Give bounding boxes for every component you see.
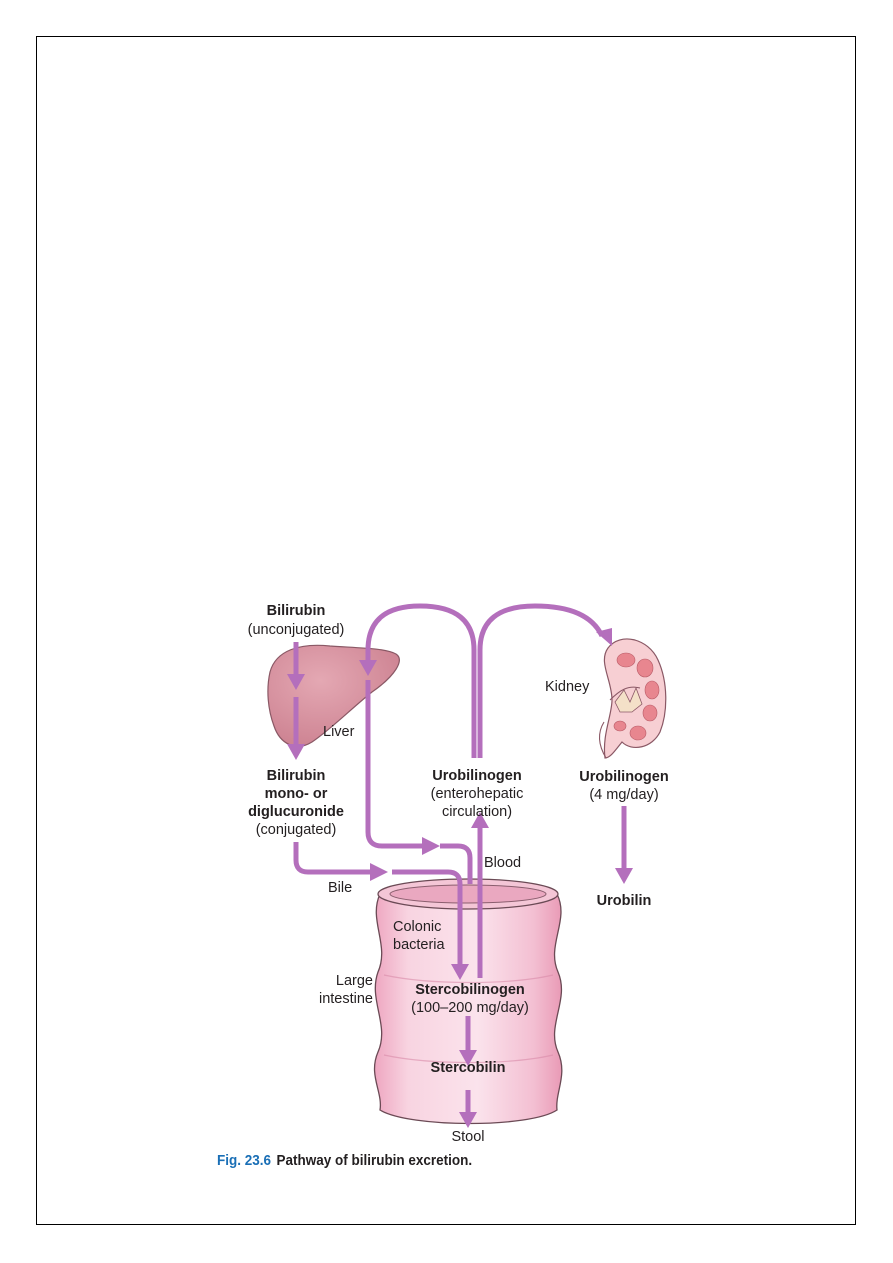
label-colonic-line1: Colonic [393,919,441,935]
label-colonic-line2: bacteria [393,937,446,953]
figure-caption: Fig. 23.6 Pathway of bilirubin excretion. [217,1153,472,1169]
label-stercobilinogen-rate: (100–200 mg/day) [411,1000,529,1016]
label-kidney: Kidney [545,679,590,695]
flow-arrows [293,603,627,1114]
label-conjugated-line3: diglucuronide [248,804,344,820]
caption-text: Pathway of bilirubin excretion. [276,1153,473,1169]
arrow-bile-segment [293,842,372,875]
label-large-line2: intestine [319,991,373,1007]
large-intestine-shape [373,878,563,1125]
label-bilirubin: Bilirubin [267,603,326,619]
label-large-line1: Large [336,973,373,989]
label-stool: Stool [451,1129,484,1145]
label-urobilin: Urobilin [597,893,652,909]
arrow-heads [287,628,633,1128]
labels: Bilirubin (unconjugated) Liver Bilirubin… [248,603,669,1145]
caption-number: Fig. 23.6 [217,1153,271,1169]
label-conjugated-line2: mono- or [265,786,328,802]
label-enterohepatic-line1: (enterohepatic [431,786,524,802]
label-enterohepatic-line2: circulation) [442,804,512,820]
label-urobilinogen-kidney: Urobilinogen [579,769,668,785]
label-urobilinogen-rate: (4 mg/day) [589,787,658,803]
label-stercobilinogen: Stercobilinogen [415,982,525,998]
kidney-shape [598,638,667,759]
page-border [36,36,856,1225]
arrow-bile-into-intestine [392,869,463,966]
label-conjugated-line1: Bilirubin [267,768,326,784]
label-urobilinogen-entero: Urobilinogen [432,768,521,784]
arrow-portal-segment [365,680,424,849]
label-unconjugated: (unconjugated) [248,622,345,638]
arrow-portal-to-blood [440,843,473,884]
arrow-enterohepatic-loop [365,603,477,758]
label-conjugated: (conjugated) [256,822,337,838]
label-blood: Blood [484,855,521,871]
arrow-to-kidney [477,603,605,758]
label-liver: Liver [323,724,355,740]
label-bile: Bile [328,880,352,896]
label-stercobilin: Stercobilin [431,1060,506,1076]
